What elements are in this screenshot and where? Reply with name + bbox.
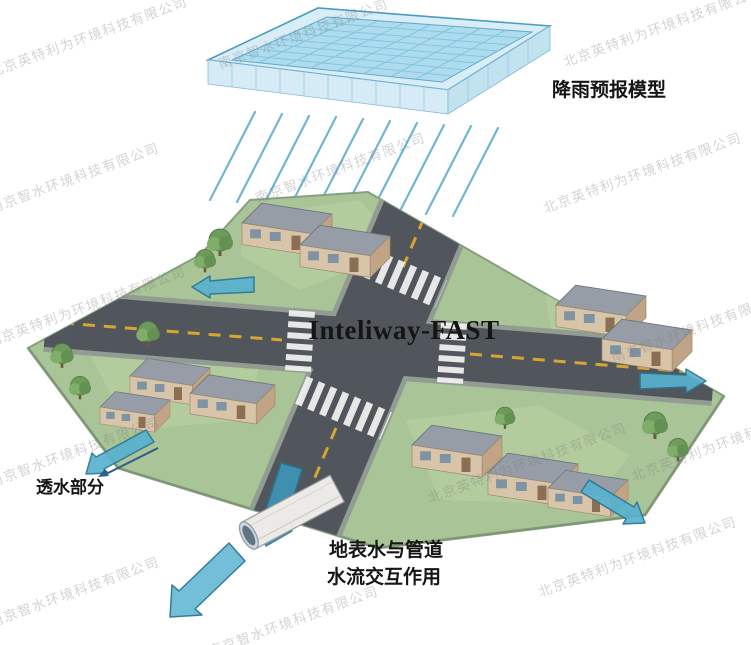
permeable-callout-arrow-icon — [98, 447, 159, 477]
permeable-label: 透水部分 — [36, 477, 104, 497]
basin-mesh — [243, 18, 522, 80]
flow-arrow-left-icon — [191, 275, 255, 299]
basin-wall-mesh — [231, 40, 529, 111]
flow-arrow-right-icon — [639, 368, 707, 394]
interaction-label-line1: 地表水与管道 — [329, 538, 443, 561]
rain-source-basin — [205, 7, 553, 115]
flow-arrow-bottom-right-icon — [580, 479, 646, 525]
rain-model-label: 降雨预报模型 — [552, 78, 666, 101]
rain-lines-icon — [208, 110, 500, 218]
flow-arrow-outflow-icon — [169, 542, 246, 618]
interaction-label-line2: 水流交互作用 — [327, 565, 441, 588]
brand-label: Inteliway-FAST — [308, 315, 499, 345]
pipe-icon — [238, 474, 346, 550]
